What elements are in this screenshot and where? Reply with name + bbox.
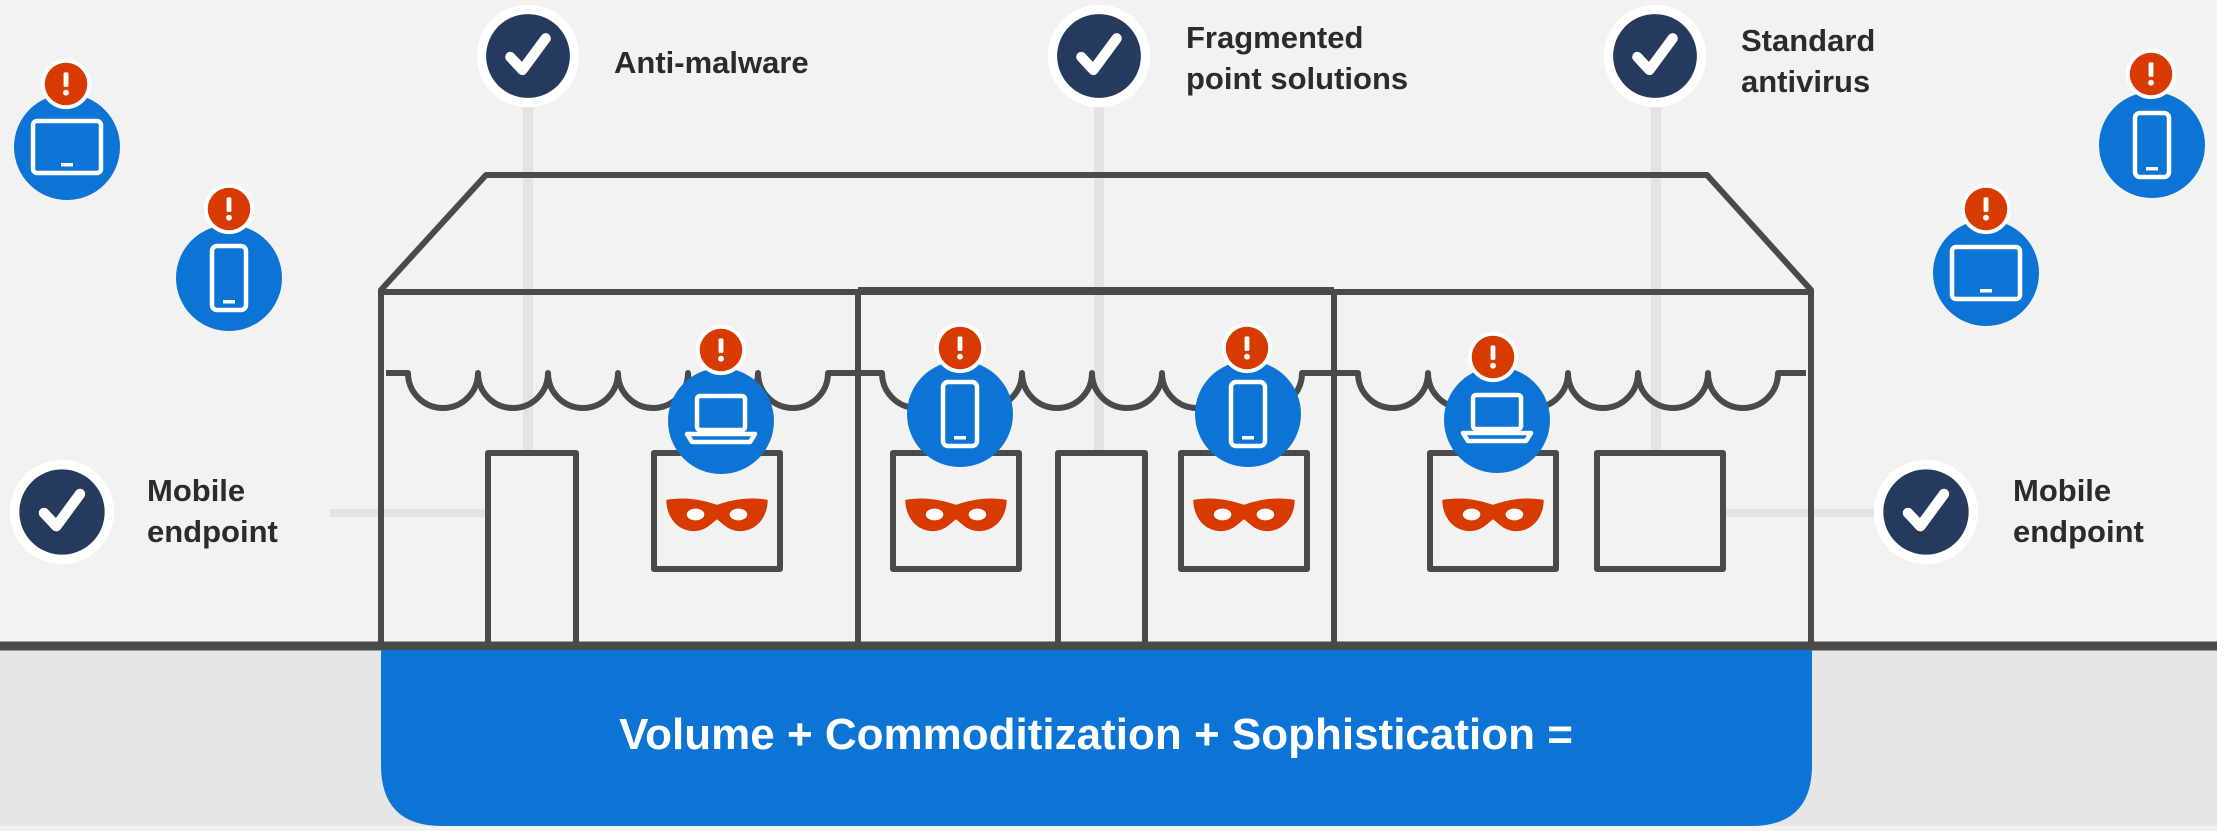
label-mobile-endpoint-right: Mobile endpoint xyxy=(2013,470,2144,552)
label-line: Mobile xyxy=(147,473,246,508)
label-line: Standard xyxy=(1741,23,1876,58)
tablet-icon xyxy=(14,94,120,200)
label-standard-antivirus: Standard antivirus xyxy=(1741,20,1875,102)
label-line: endpoint xyxy=(2013,514,2144,549)
alert-badge-icon xyxy=(40,58,92,110)
threat-mask-icon xyxy=(905,498,1007,532)
label-line: antivirus xyxy=(1741,64,1871,99)
banner-text: Volume + Commoditization + Sophisticatio… xyxy=(619,710,1573,759)
check-circle-icon xyxy=(1048,5,1150,107)
laptop-icon xyxy=(1444,367,1550,473)
awning-right xyxy=(1334,370,1806,411)
mobile-phone-icon xyxy=(1195,361,1301,467)
door-middle xyxy=(1055,450,1148,646)
alert-badge-icon xyxy=(1467,331,1519,383)
awning-left xyxy=(386,370,858,411)
alert-badge-icon xyxy=(1960,183,2012,235)
mobile-phone-icon xyxy=(2099,92,2205,198)
label-connectors xyxy=(330,100,1878,517)
alert-badge-icon xyxy=(203,183,255,235)
laptop-icon xyxy=(668,368,774,474)
alert-badge-icon xyxy=(2125,48,2177,100)
label-line: Mobile xyxy=(2013,473,2112,508)
threat-mask-icon xyxy=(1442,498,1544,532)
tablet-icon xyxy=(1933,220,2039,326)
threat-mask-icon xyxy=(1193,498,1295,532)
summary-banner xyxy=(381,650,1812,826)
mobile-phone-icon xyxy=(176,225,282,331)
label-line: point solutions xyxy=(1186,61,1409,96)
check-circle-icon xyxy=(1604,5,1706,107)
alert-badge-icon xyxy=(1221,322,1273,374)
mobile-phone-icon xyxy=(907,361,1013,467)
alert-badge-icon xyxy=(934,322,986,374)
threat-mask-icon xyxy=(666,498,768,532)
check-circle-icon xyxy=(1874,460,1978,564)
label-line: Anti-malware xyxy=(614,45,809,80)
check-circle-icon xyxy=(477,5,579,107)
label-mobile-endpoint-left: Mobile endpoint xyxy=(147,470,278,552)
label-anti-malware: Anti-malware xyxy=(614,42,809,83)
label-line: Fragmented xyxy=(1186,20,1364,55)
label-fragmented-point-solutions: Fragmented point solutions xyxy=(1186,17,1408,99)
label-line: endpoint xyxy=(147,514,278,549)
check-circle-icon xyxy=(10,460,114,564)
alert-badge-icon xyxy=(695,324,747,376)
window-right xyxy=(1594,450,1726,572)
building-outline xyxy=(378,172,1814,646)
door-left xyxy=(485,450,579,646)
